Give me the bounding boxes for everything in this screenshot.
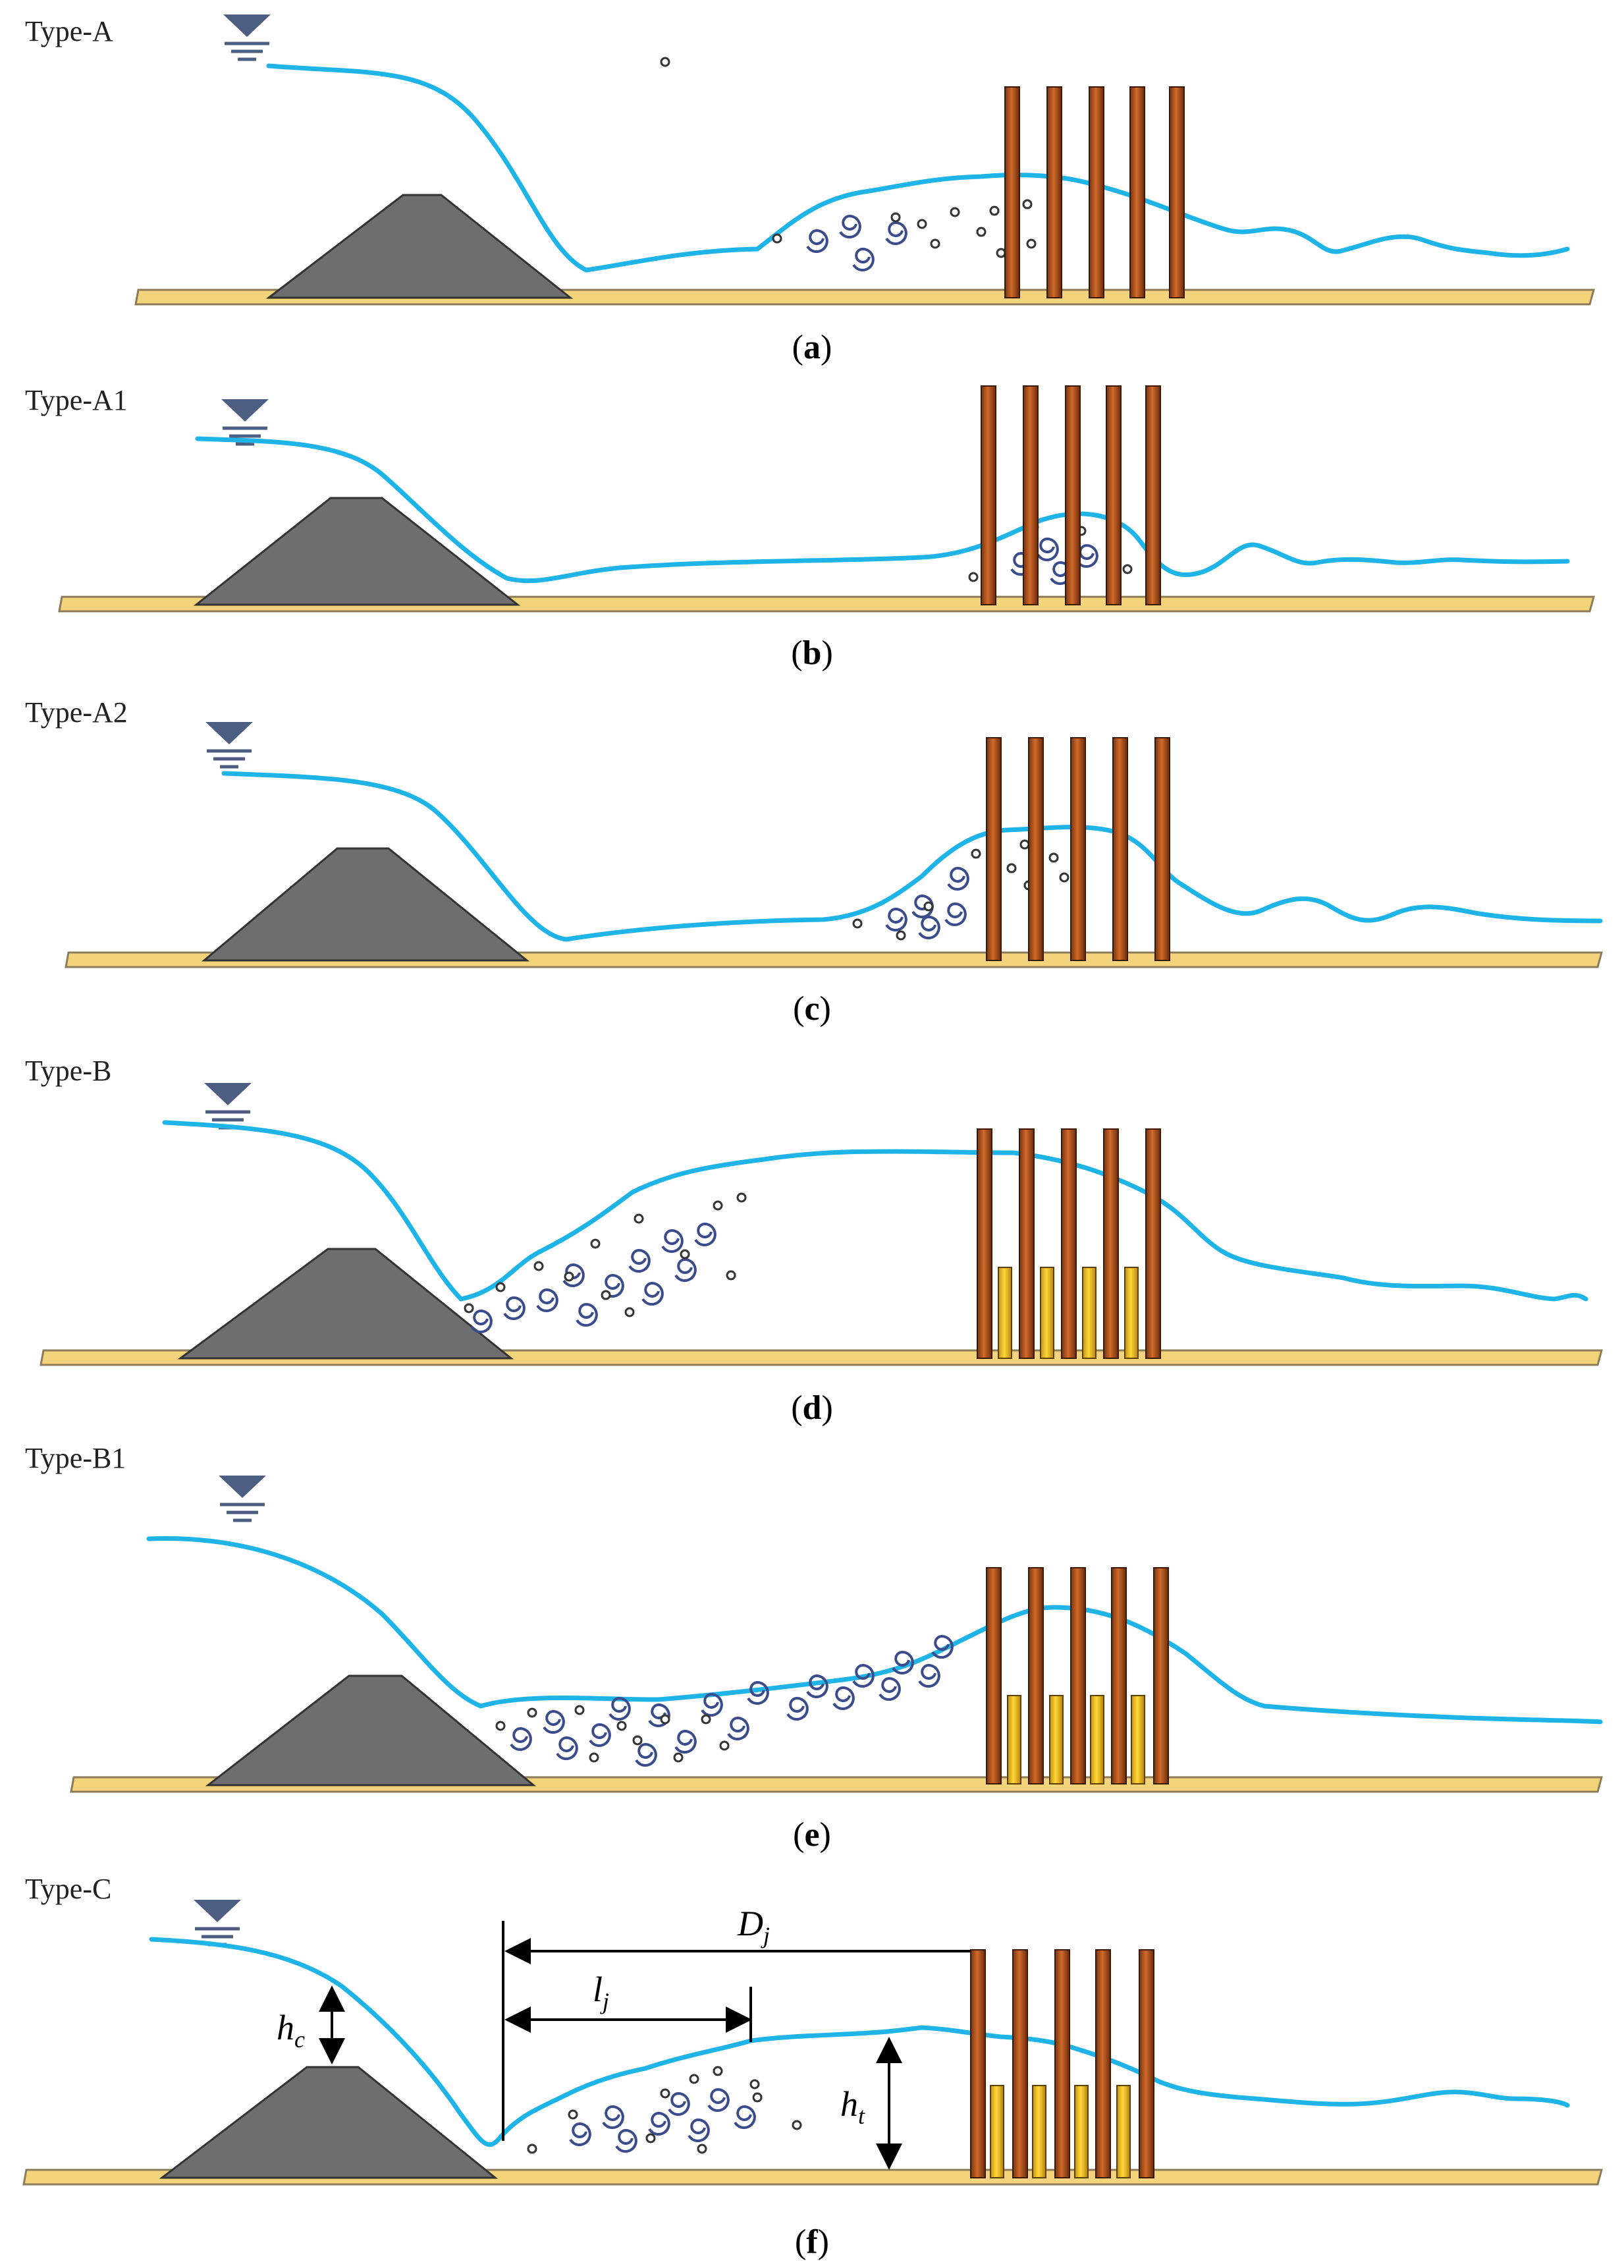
pile-icon [1145, 385, 1161, 605]
panel-c: Type-A2 (c) [25, 696, 1603, 1028]
panel-d: Type-B [25, 1055, 1603, 1427]
water-level-icon [223, 14, 271, 61]
pile-row [1004, 86, 1185, 298]
pile-icon [1153, 1567, 1169, 1784]
Dj-label: Dj [737, 1904, 770, 1949]
weir [201, 847, 530, 962]
water-level-icon [221, 399, 269, 446]
vortex-icon [569, 2088, 756, 2153]
pile-icon [1129, 86, 1145, 298]
water-level-icon [205, 722, 253, 769]
panel-a: Type-A (a) [25, 14, 1595, 366]
water-surface [162, 1120, 1588, 1302]
pile-icon [1169, 86, 1185, 298]
vortex-icon [470, 1222, 717, 1333]
water-surface [149, 1937, 1570, 2147]
panel-caption: (e) [793, 1816, 831, 1854]
pile-icon [1012, 1949, 1028, 2178]
pile-icon [1061, 1128, 1077, 1359]
panel-caption: (d) [791, 1389, 833, 1427]
pile-icon [1046, 86, 1062, 298]
vortex-icon [806, 214, 907, 271]
pile-icon [1154, 737, 1170, 961]
panel-f: Type-C [22, 1873, 1603, 2261]
short-pile-icon [1131, 1695, 1145, 1784]
pile-icon [1095, 1949, 1111, 2178]
type-label: Type-B [25, 1055, 111, 1087]
lj-label: lj [593, 1970, 609, 2014]
short-pile-icon [990, 2085, 1004, 2178]
pile-row [986, 737, 1170, 961]
short-pile-icon [1032, 2085, 1046, 2178]
pile-icon [1112, 737, 1128, 961]
pile-icon [1004, 86, 1020, 298]
pile-icon [1028, 1567, 1044, 1784]
panel-e: Type-B1 [25, 1442, 1603, 1854]
pile-row [977, 1128, 1161, 1359]
short-pile-icon [1074, 2085, 1089, 2178]
bubble-icon [527, 2066, 802, 2154]
short-pile-icon [1040, 1267, 1054, 1359]
ht-label: ht [840, 2084, 865, 2129]
pile-icon [986, 1567, 1002, 1784]
panel-b: Type-A1 (b) [25, 384, 1595, 672]
pile-row [970, 1949, 1154, 2178]
hc-label: hc [277, 2008, 305, 2053]
weir [265, 194, 574, 299]
water-level-icon [204, 1083, 252, 1130]
water-surface [195, 436, 1570, 584]
weir [205, 1674, 537, 1786]
pile-icon [977, 1128, 992, 1359]
pile-icon [1070, 737, 1086, 961]
pile-icon [1111, 1567, 1127, 1784]
water-surface [221, 771, 1603, 942]
pile-icon [1106, 385, 1122, 605]
panel-caption: (a) [792, 329, 832, 366]
pile-row [986, 1567, 1169, 1784]
short-pile-icon [1082, 1267, 1096, 1359]
bubble-icon [464, 1192, 747, 1317]
panel-caption: (b) [791, 634, 833, 672]
short-pile-icon [1049, 1695, 1064, 1784]
type-label: Type-A2 [25, 696, 128, 729]
pile-icon [981, 385, 996, 605]
bubble-icon [660, 57, 1037, 258]
pile-icon [986, 737, 1002, 961]
pile-icon [1065, 385, 1081, 605]
water-surface [146, 1536, 1603, 1725]
short-pile-icon [1124, 1267, 1139, 1359]
short-pile-icon [998, 1267, 1012, 1359]
water-level-icon [219, 1476, 266, 1522]
dimension-annotations [319, 1921, 971, 2170]
pile-icon [1019, 1128, 1035, 1359]
weir [177, 1248, 514, 1360]
type-label: Type-C [25, 1873, 111, 1905]
pile-icon [1023, 385, 1039, 605]
bubble-icon [495, 1705, 730, 1763]
short-pile-icon [1090, 1695, 1104, 1784]
vortex-icon [510, 1634, 954, 1767]
pile-icon [1070, 1567, 1086, 1784]
vortex-icon [885, 866, 969, 939]
water-level-icon [194, 1900, 241, 1947]
panel-caption: (c) [793, 990, 831, 1028]
short-pile-icon [1116, 2085, 1131, 2178]
pile-icon [1139, 1949, 1154, 2178]
pile-icon [1145, 1128, 1161, 1359]
panel-caption: (f) [795, 2223, 829, 2261]
pile-icon [1054, 1949, 1070, 2178]
weir [159, 2066, 499, 2179]
type-label: Type-A [25, 15, 113, 47]
short-pile-icon [1007, 1695, 1021, 1784]
pile-icon [1103, 1128, 1119, 1359]
vortex-icon [1010, 537, 1098, 585]
pile-icon [1089, 86, 1104, 298]
pile-icon [1028, 737, 1044, 961]
weir [193, 497, 521, 606]
type-label: Type-B1 [25, 1442, 126, 1474]
type-label: Type-A1 [25, 384, 128, 416]
pile-icon [970, 1949, 986, 2178]
pile-row [981, 385, 1161, 605]
